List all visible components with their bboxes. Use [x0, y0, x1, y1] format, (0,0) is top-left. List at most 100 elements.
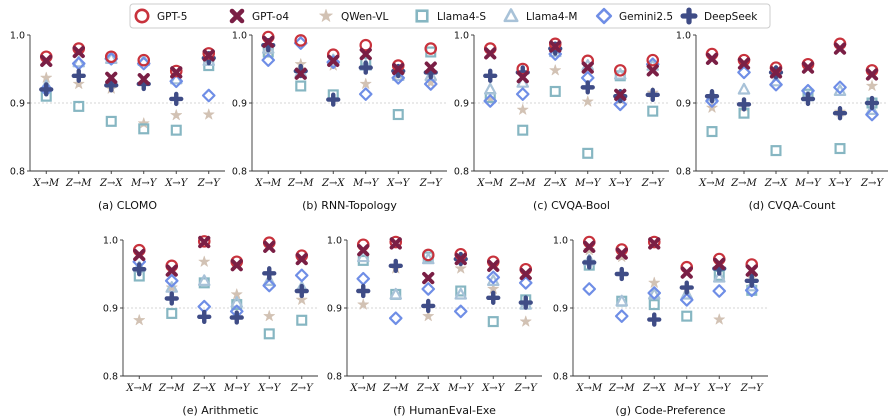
point-qwen-vl — [73, 77, 85, 89]
series-gpt-o4 — [40, 45, 215, 86]
point-gemini2-5 — [423, 77, 438, 91]
x-tick-label: M→Y — [352, 178, 380, 189]
series-llama4-m — [483, 45, 660, 95]
legend-marker-gemini2-5 — [595, 7, 613, 25]
x-tick-label: M→Y — [673, 383, 701, 394]
panel-title: (b) RNN-Topology — [302, 199, 397, 212]
point-gemini2-5 — [164, 273, 179, 288]
x-tick-label: Z→X — [764, 178, 788, 189]
x-tick-label: Z→Y — [514, 383, 538, 394]
point-gpt-5 — [202, 47, 216, 60]
point-llama4-m — [613, 67, 627, 80]
y-tick-label: 1.0 — [676, 31, 691, 42]
series-gpt-o4 — [705, 42, 879, 81]
x-tick-label: X→M — [476, 178, 503, 189]
x-tick-label: Z→Y — [290, 383, 314, 394]
point-gemini2-5 — [865, 107, 879, 122]
point-deepseek — [518, 295, 533, 310]
series-llama4-s — [583, 259, 758, 322]
point-gpt-o4 — [646, 64, 659, 77]
legend-label-llama4-m: Llama4-M — [526, 11, 577, 23]
point-gemini2-5 — [201, 88, 216, 103]
point-gpt-5 — [294, 34, 308, 47]
x-tick-label: Z→Y — [419, 178, 443, 189]
point-llama4-s — [487, 316, 499, 328]
series-gpt-o4 — [484, 40, 659, 101]
point-llama4-m — [745, 279, 759, 292]
series-llama4-m — [261, 42, 438, 81]
point-llama4-s — [549, 85, 561, 97]
x-tick-label: X→Y — [828, 178, 852, 189]
point-gemini2-5 — [582, 282, 597, 296]
point-gemini2-5 — [453, 304, 468, 319]
point-llama4-s — [392, 109, 404, 121]
point-gpt-o4 — [105, 71, 118, 84]
point-llama4-s — [166, 307, 178, 319]
point-qwen-vl — [170, 109, 182, 121]
y-tick-label: 1.0 — [10, 31, 25, 42]
point-gemini2-5 — [486, 270, 501, 285]
point-gpt-5 — [389, 235, 403, 249]
x-tick-label: X→Y — [257, 383, 281, 394]
point-deepseek — [800, 91, 816, 107]
series-llama4-s — [133, 270, 308, 340]
point-gemini2-5 — [744, 283, 759, 298]
y-tick-label: 0.8 — [327, 372, 342, 383]
point-gpt-5 — [613, 64, 627, 77]
point-gemini2-5 — [483, 94, 498, 108]
series-llama4-s — [357, 251, 532, 328]
point-deepseek — [39, 82, 54, 97]
point-llama4-m — [356, 250, 370, 263]
point-gpt-o4 — [487, 259, 500, 272]
panel-title: (e) Arithmetic — [182, 404, 258, 417]
point-deepseek — [582, 255, 597, 270]
x-tick-label: Z→M — [382, 383, 409, 394]
point-gpt-o4 — [230, 259, 243, 272]
y-tick-label: 0.9 — [103, 304, 118, 315]
point-gemini2-5 — [679, 293, 694, 307]
point-gpt-o4 — [583, 240, 596, 253]
point-qwen-vl — [138, 117, 150, 129]
point-gemini2-5 — [391, 71, 406, 85]
point-gpt-o4 — [133, 248, 146, 262]
point-gpt-o4 — [519, 267, 532, 281]
x-tick-label: Z→M — [730, 178, 757, 189]
point-llama4-s — [73, 100, 85, 112]
x-tick-label: X→Y — [608, 178, 632, 189]
series-llama4-m — [132, 260, 309, 308]
point-gpt-o4 — [833, 42, 847, 55]
point-deepseek — [356, 283, 371, 299]
x-tick-label: X→M — [349, 383, 376, 394]
legend-item-gemini2-5: Gemini2.5 — [595, 7, 673, 25]
x-tick-label: X→M — [698, 178, 725, 189]
x-tick-label: Z→X — [416, 383, 440, 394]
point-gpt-5 — [647, 235, 661, 249]
point-llama4-s — [706, 126, 718, 138]
x-tick-label: X→Y — [386, 178, 410, 189]
series-llama4-s — [40, 60, 215, 136]
series-gpt-5 — [582, 235, 759, 274]
x-tick-label: Z→X — [642, 383, 666, 394]
x-tick-label: Z→X — [99, 178, 123, 189]
legend-item-qwen-vl: QWen-VL — [319, 8, 389, 23]
point-llama4-s — [648, 299, 660, 311]
point-deepseek — [229, 310, 244, 325]
point-llama4-s — [834, 143, 846, 155]
series-qwen-vl — [262, 43, 437, 89]
series-deepseek — [261, 38, 438, 107]
point-gemini2-5 — [356, 271, 371, 286]
point-gemini2-5 — [712, 284, 727, 298]
panel-title: (f) HumanEval-Exe — [393, 404, 496, 417]
axes-spines — [122, 240, 318, 377]
point-llama4-m — [712, 270, 726, 283]
series-gemini2-5 — [261, 36, 438, 101]
point-llama4-m — [262, 274, 276, 286]
x-tick-label: Z→Y — [197, 178, 221, 189]
series-deepseek — [132, 262, 309, 325]
point-deepseek — [421, 298, 436, 314]
series-gpt-o4 — [357, 237, 532, 285]
point-llama4-s — [455, 285, 467, 297]
x-tick-label: Z→Y — [740, 383, 764, 394]
